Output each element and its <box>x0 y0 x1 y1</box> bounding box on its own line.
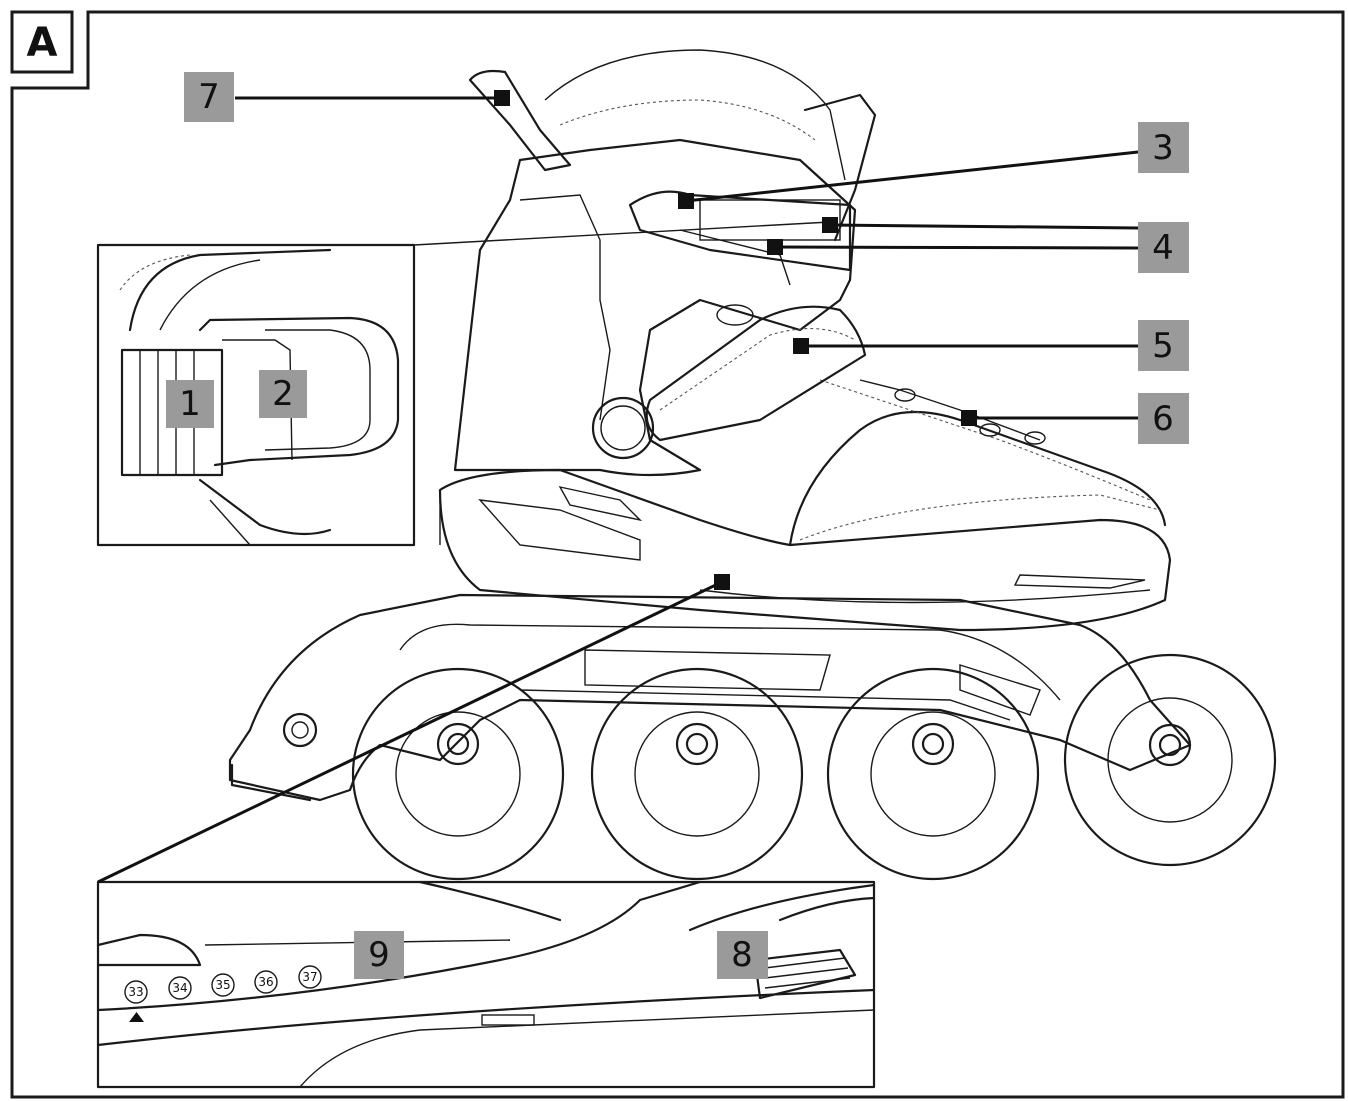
label-6: 6 <box>1138 393 1189 444</box>
svg-text:2: 2 <box>272 374 294 414</box>
svg-text:6: 6 <box>1152 399 1174 439</box>
label-4: 4 <box>1138 222 1189 273</box>
svg-text:37: 37 <box>302 970 317 984</box>
svg-text:34: 34 <box>172 981 187 995</box>
label-8: 8 <box>717 931 768 979</box>
label-5: 5 <box>1138 320 1189 371</box>
boot-shell <box>438 468 1172 632</box>
svg-text:1: 1 <box>179 384 201 424</box>
size-mark: 33 <box>124 980 148 1004</box>
svg-text:8: 8 <box>731 935 753 975</box>
wheel-3 <box>826 667 1040 881</box>
panel-letter-box <box>10 10 74 74</box>
size-markings: 33 34 35 36 37 <box>124 965 322 1004</box>
inset-size-frame <box>96 880 876 1089</box>
toe-upper <box>788 410 1167 547</box>
diagram-frame <box>10 10 1345 1099</box>
svg-text:33: 33 <box>128 985 143 999</box>
svg-text:35: 35 <box>215 978 230 992</box>
svg-text:36: 36 <box>258 975 273 989</box>
size-mark: 37 <box>298 965 322 989</box>
svg-text:7: 7 <box>198 77 220 117</box>
strap-end <box>468 69 572 172</box>
ankle-cuff <box>453 138 857 477</box>
svg-text:5: 5 <box>1152 326 1174 366</box>
buckle <box>628 190 852 272</box>
inset-size-connector <box>97 580 723 884</box>
label-1: 1 <box>166 380 214 428</box>
velcro-strap <box>645 305 867 442</box>
label-2: 2 <box>259 370 307 418</box>
wheel-2 <box>590 667 804 881</box>
label-3: 3 <box>1138 122 1189 173</box>
wheel-1 <box>351 667 565 881</box>
svg-text:4: 4 <box>1152 228 1174 268</box>
buckle-ratchet <box>120 348 224 477</box>
size-mark: 34 <box>168 976 192 1000</box>
wheel-4 <box>1063 653 1277 867</box>
skate-drawing <box>228 49 1277 881</box>
label-9: 9 <box>354 931 404 979</box>
svg-text:9: 9 <box>368 935 390 975</box>
size-mark: 36 <box>254 970 278 994</box>
svg-text:3: 3 <box>1152 128 1174 168</box>
panel-letter: A <box>27 20 58 66</box>
inset-size-detail <box>96 574 876 1089</box>
label-7: 7 <box>184 72 234 122</box>
inset-buckle-frame <box>96 243 416 547</box>
size-mark: 35 <box>211 973 235 997</box>
leader-lines <box>235 90 1139 426</box>
